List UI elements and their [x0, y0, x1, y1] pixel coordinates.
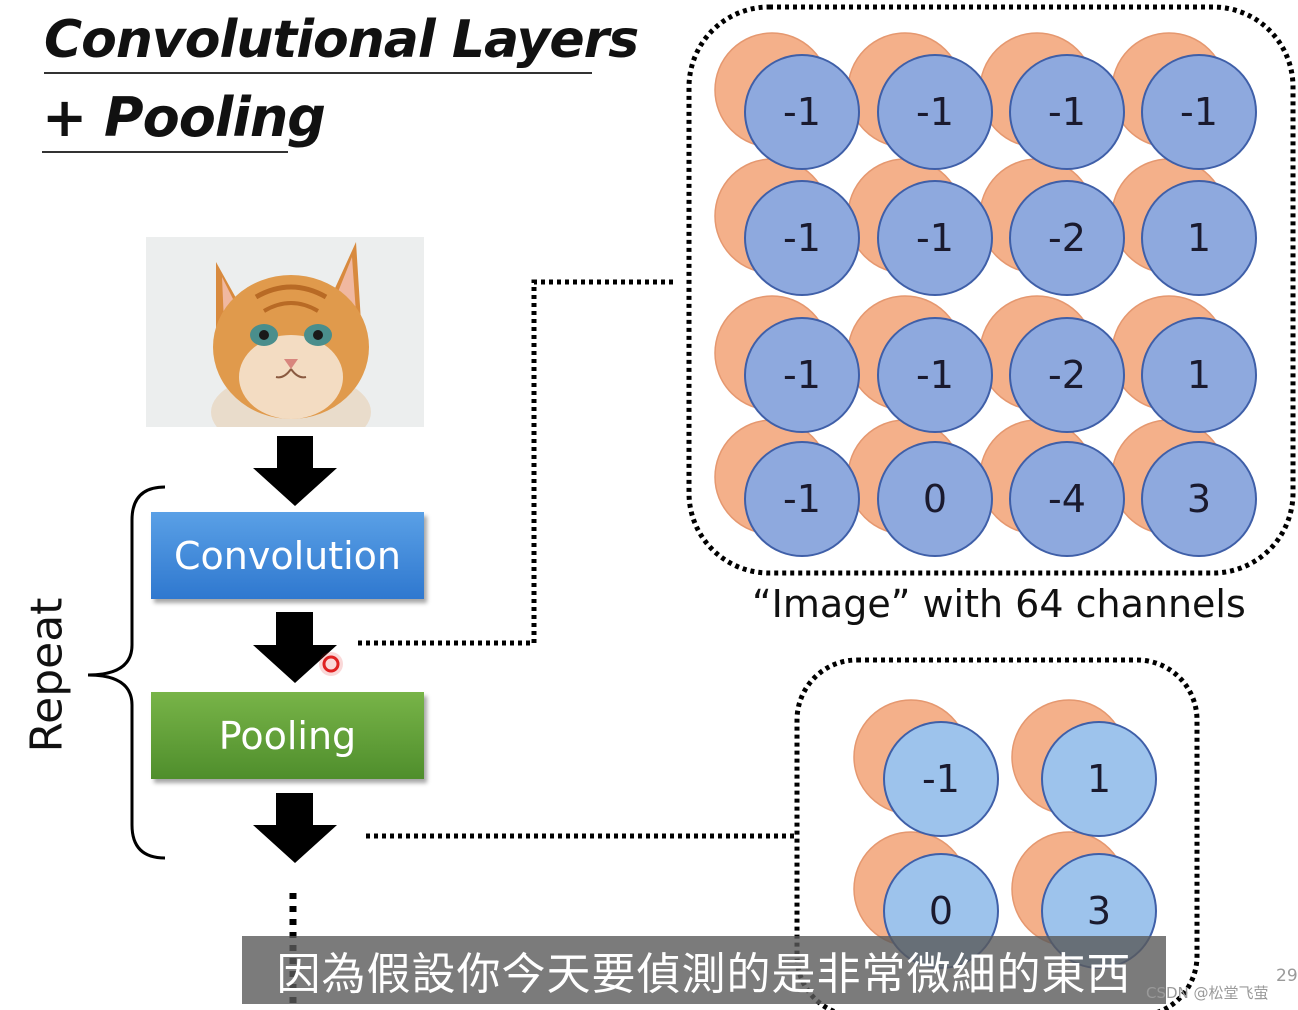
conv-front-circle [744, 54, 860, 170]
conv-value-label: -4 [1048, 477, 1086, 521]
arrow-down-3 [253, 793, 337, 863]
title-underline-1 [44, 72, 592, 74]
conv-value-label: 0 [923, 477, 947, 521]
conv-front-circle [1009, 317, 1125, 433]
conv-front-circle [1009, 441, 1125, 557]
watermark: CSDN @松堂飞萤 [1146, 984, 1269, 1002]
pool-front-circle [883, 721, 999, 837]
repeat-brace [87, 485, 166, 860]
conv-output-grid: -1 -1 -1 -1 -1 -1 -2 1 -1 -1 -2 1 -1 0 -4 3 [714, 32, 1257, 557]
conv-value-label: 1 [1187, 353, 1211, 397]
conv-output-container [686, 4, 1296, 576]
conv-front-circle [1141, 441, 1257, 557]
title-underline-2 [42, 151, 288, 153]
pool-output-grid: -1 1 0 3 [853, 699, 1157, 969]
conv-value-label: -1 [783, 216, 821, 260]
pool-value-label: 1 [1087, 757, 1111, 801]
slide-title-line1: Convolutional Layers [44, 10, 639, 70]
conv-front-circle [877, 180, 993, 296]
conv-value-label: -1 [1048, 90, 1086, 134]
conv-output-caption: “Image” with 64 channels [752, 582, 1246, 626]
conv-value-label: -1 [916, 90, 954, 134]
conv-front-circle [744, 317, 860, 433]
conv-value-label: -1 [1180, 90, 1218, 134]
pool-value-label: 0 [929, 889, 953, 933]
conv-value-label: -2 [1048, 216, 1086, 260]
slide-title-line2: + Pooling [42, 86, 326, 149]
conv-value-label: 1 [1187, 216, 1211, 260]
pool-value-label: 3 [1087, 889, 1111, 933]
pooling-box: Pooling [151, 692, 424, 779]
conv-front-circle [1141, 317, 1257, 433]
conv-front-circle [1141, 54, 1257, 170]
conv-value-label: -1 [783, 353, 821, 397]
pool-value-label: -1 [922, 757, 960, 801]
conv-value-label: -1 [916, 353, 954, 397]
subtitle-text: 因為假設你今天要偵測的是非常微細的東西 [276, 949, 1132, 1000]
conv-front-circle [877, 441, 993, 557]
page-number: 29 [1276, 966, 1298, 986]
connector-conv [358, 279, 674, 646]
arrow-down-1 [253, 436, 337, 506]
laser-pointer [322, 655, 340, 673]
convolution-box: Convolution [151, 512, 424, 599]
cat-image [146, 237, 424, 427]
conv-front-circle [744, 180, 860, 296]
conv-front-circle [1141, 180, 1257, 296]
conv-value-label: -1 [916, 216, 954, 260]
pool-front-circle [1041, 721, 1157, 837]
arrow-down-2 [253, 612, 337, 683]
subtitle-bar: 因為假設你今天要偵測的是非常微細的東西 [242, 936, 1166, 1004]
conv-front-circle [1009, 54, 1125, 170]
conv-value-label: -1 [783, 90, 821, 134]
laser-pointer-glow [319, 652, 343, 676]
conv-value-label: 3 [1187, 477, 1211, 521]
conv-front-circle [1009, 180, 1125, 296]
conv-front-circle [744, 441, 860, 557]
conv-front-circle [877, 54, 993, 170]
pool-output-container [794, 657, 1200, 1010]
conv-value-label: -2 [1048, 353, 1086, 397]
conv-value-label: -1 [783, 477, 821, 521]
conv-front-circle [877, 317, 993, 433]
